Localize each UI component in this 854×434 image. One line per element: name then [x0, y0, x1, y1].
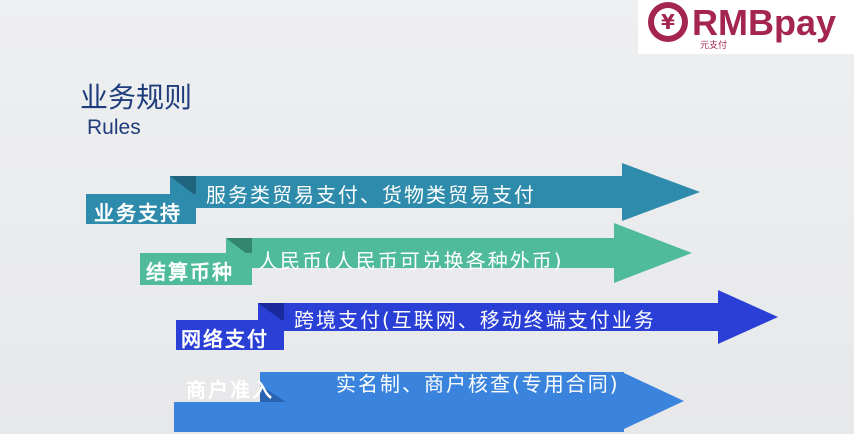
row-1-text: 服务类贸易支付、货物类贸易支付 — [206, 183, 536, 207]
row-3-label-box — [176, 320, 284, 350]
row-1-label-box — [86, 194, 196, 224]
page-title: 业务规则 — [80, 81, 193, 114]
logo: ¥ RMBpay 元支付 — [638, 0, 854, 54]
seal-glyph: ¥ — [661, 10, 675, 34]
logo-subtitle: 元支付 — [700, 41, 728, 51]
row-3-fold — [258, 303, 284, 322]
row-2-arrow — [226, 223, 692, 283]
row-2-label: 结算币种 — [146, 260, 234, 284]
seal-icon: ¥ — [648, 2, 688, 42]
row-4-top — [260, 372, 624, 402]
row-1-arrow — [170, 163, 700, 221]
row-1-label: 业务支持 — [94, 201, 182, 225]
logo-brand: RMBpay — [692, 2, 837, 43]
row-4-label: 商户准入 — [186, 378, 274, 402]
row-3-text: 跨境支付(互联网、移动终端支付业务 — [294, 308, 656, 332]
row-4-arrow — [174, 373, 684, 432]
row-4-fold — [260, 385, 286, 402]
row-2-text: 人民币(人民币可兑换各种外币) — [258, 249, 564, 273]
row-3-label: 网络支付 — [181, 327, 269, 351]
row-2-label-box — [140, 253, 252, 285]
row-4-text: 实名制、商户核查(专用合同) — [336, 372, 620, 396]
page-subtitle: Rules — [87, 116, 141, 139]
row-3-arrow — [258, 290, 778, 344]
row-1-fold — [170, 176, 196, 196]
